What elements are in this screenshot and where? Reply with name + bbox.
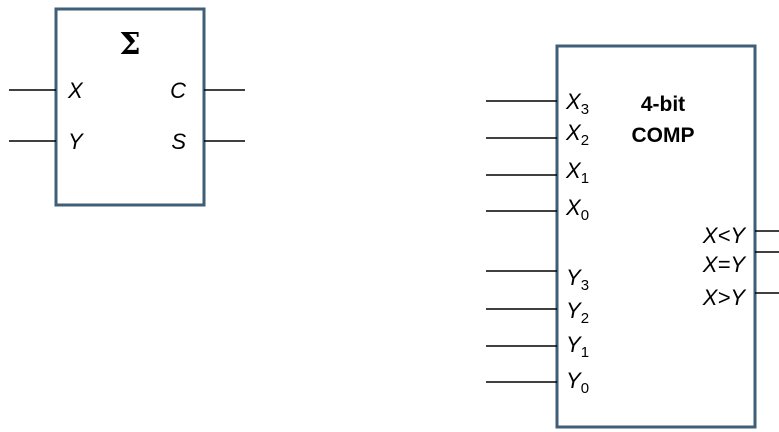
sigma-symbol: Σ bbox=[119, 27, 140, 62]
comparator-box bbox=[555, 44, 757, 429]
comparator-output-label-gt: X>Y bbox=[702, 285, 747, 310]
full-adder-box bbox=[54, 7, 206, 207]
comparator-input-label-y0: Y0 bbox=[566, 368, 589, 397]
full-adder-block: Σ X Y C S bbox=[9, 7, 245, 207]
comparator-input-label-x3: X3 bbox=[565, 89, 589, 118]
comparator-input-label-x2: X2 bbox=[565, 120, 589, 149]
comparator-input-label-y1: Y1 bbox=[566, 332, 589, 361]
comparator-output-label-eq: X=Y bbox=[702, 252, 747, 277]
adder-input-label-x: X bbox=[67, 78, 84, 103]
comparator-block: 4-bit COMP X3 X2 X1 X0 Y3 Y2 Y1 Y0 X<Y X… bbox=[486, 44, 779, 429]
comparator-input-label-y3: Y3 bbox=[566, 265, 589, 294]
comparator-input-label-x1: X1 bbox=[565, 158, 589, 187]
adder-output-label-c: C bbox=[170, 78, 186, 103]
adder-input-label-y: Y bbox=[68, 129, 84, 154]
comparator-title-line2: COMP bbox=[632, 124, 695, 147]
comparator-input-label-x0: X0 bbox=[565, 195, 589, 224]
comparator-output-label-lt: X<Y bbox=[702, 223, 747, 248]
adder-output-label-s: S bbox=[171, 129, 186, 154]
comparator-input-label-y2: Y2 bbox=[566, 298, 589, 327]
comparator-title-line1: 4-bit bbox=[641, 93, 685, 116]
